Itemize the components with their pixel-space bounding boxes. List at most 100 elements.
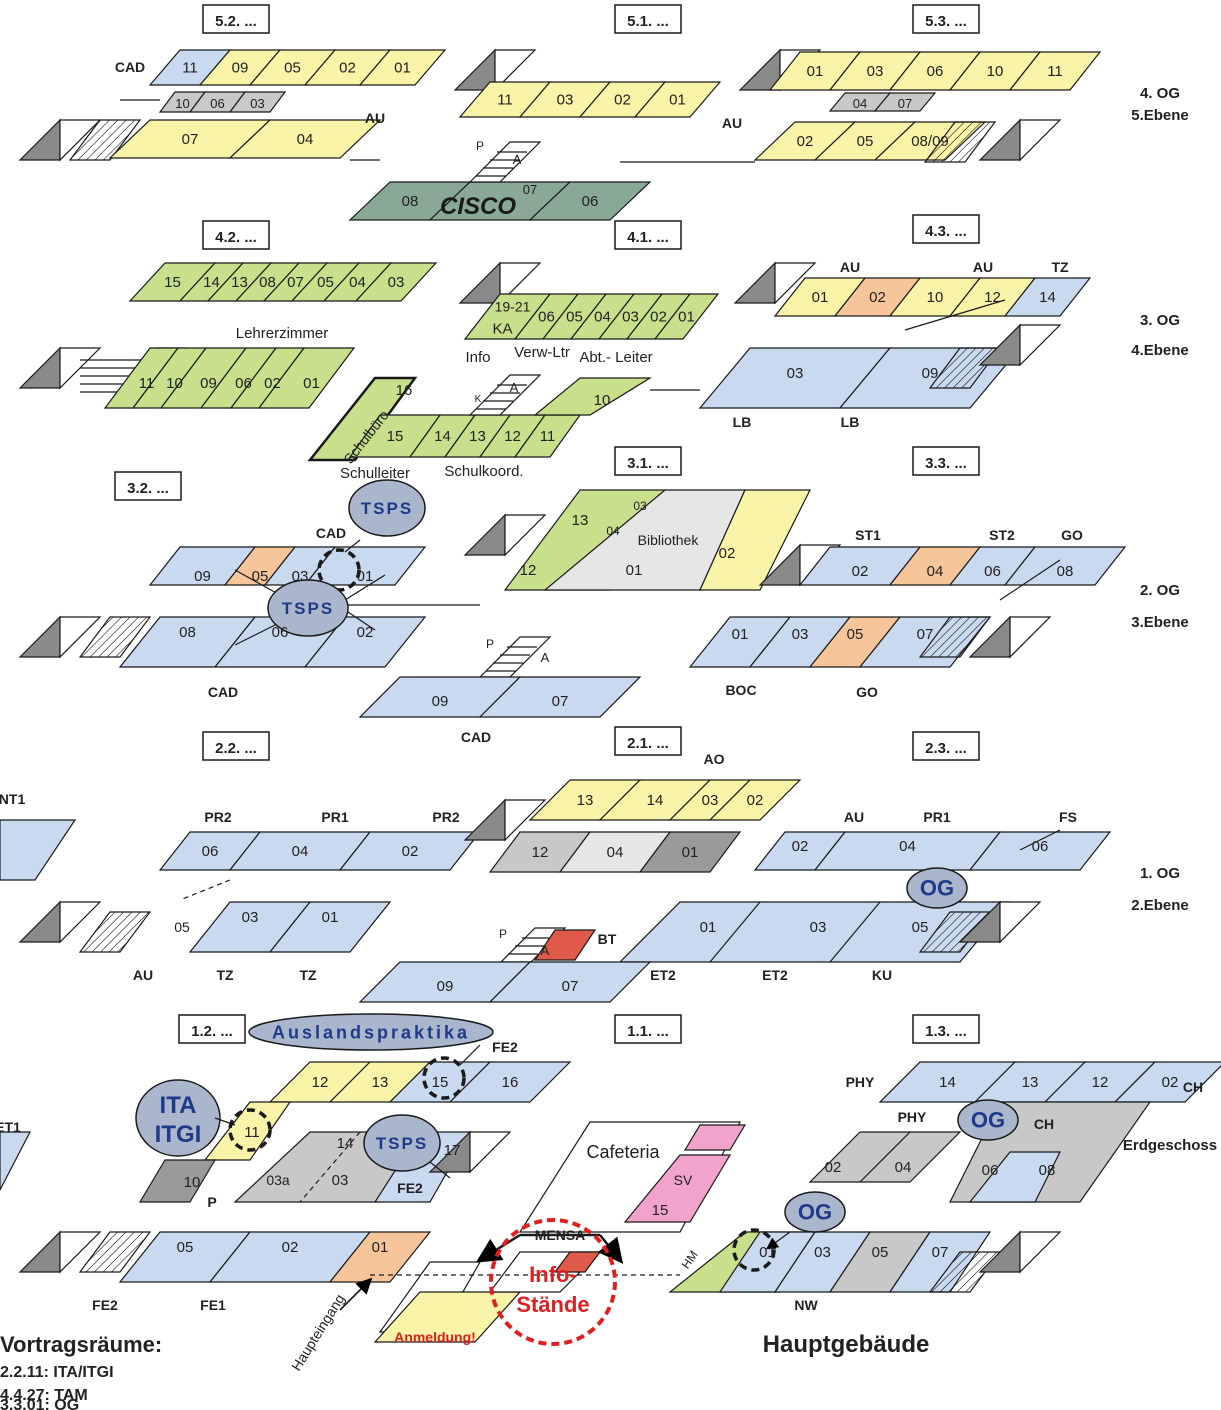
mensa-arrow: [597, 1234, 624, 1264]
room-label: 02: [852, 563, 869, 580]
anmeldung-desk: [373, 1291, 522, 1343]
room-label: 11: [139, 375, 155, 392]
room-label: 11: [1047, 63, 1063, 80]
area-label: ET2: [762, 967, 788, 983]
level-label: 5.Ebene: [1131, 107, 1189, 124]
area-label: P: [207, 1194, 216, 1210]
room-label: 09: [194, 568, 211, 585]
area-label: MENSA: [535, 1227, 586, 1243]
bubble-pointer: [429, 1161, 451, 1179]
room-label: 03: [810, 919, 827, 936]
area-label: AU: [722, 115, 742, 131]
room-label: 03a: [266, 1172, 290, 1188]
tsps-bubble: [267, 579, 349, 637]
area-label: NT1: [0, 791, 25, 807]
room-label: 02: [650, 309, 667, 326]
room-label: 10: [927, 289, 944, 306]
level-label: 4. OG: [1140, 85, 1180, 102]
vortrag-item: 2.2.11: ITA/ITGI: [0, 1364, 114, 1381]
area-label: FS: [1059, 809, 1077, 825]
room-label: 02: [792, 838, 809, 855]
area-label: HM: [679, 1248, 701, 1271]
area-label: FE2: [92, 1297, 118, 1313]
room-label: 11: [244, 1124, 260, 1141]
room-label: 08/09: [911, 133, 949, 150]
room-label: 12: [984, 289, 1001, 306]
room-label: 01: [322, 909, 339, 926]
og-bubble: [957, 1099, 1019, 1141]
room-label: 02: [282, 1239, 299, 1256]
tsps-bubble: [363, 1114, 441, 1172]
schulbuero-room: [307, 376, 418, 462]
room-label: 03: [388, 274, 405, 291]
room-cell: [478, 676, 642, 718]
room-label: 16: [502, 1074, 519, 1091]
room-label: 06: [235, 375, 252, 392]
room-label: 05: [177, 1239, 194, 1256]
stair-core: [499, 262, 542, 305]
bubble-pointer: [214, 1117, 236, 1126]
area-label: Cafeteria: [586, 1142, 660, 1162]
room-label: 04: [606, 524, 620, 538]
room-label: 09: [432, 693, 449, 710]
room-label: 04: [607, 844, 624, 861]
entrance-label: Haupteingang: [288, 1291, 348, 1373]
room-label: 05: [847, 626, 864, 643]
room-divider: [709, 901, 761, 963]
stair-label: A: [541, 943, 550, 958]
room-label: 16: [396, 382, 413, 399]
stair-core: [469, 1131, 512, 1174]
area-label: CAD: [208, 684, 238, 700]
corridor-edge: [1019, 829, 1061, 851]
room-cell: [354, 262, 438, 302]
room-label: 05: [174, 919, 190, 935]
stair-label: P: [476, 139, 484, 153]
room-label: 04: [853, 96, 867, 111]
section-label: 2.3. ...: [925, 740, 967, 757]
section-label: 5.2. ...: [215, 13, 257, 30]
room-label: 07: [562, 978, 579, 995]
hatched-area: [918, 911, 992, 953]
hatched-area: [78, 911, 152, 953]
room-label: 07: [932, 1244, 949, 1261]
room-label: 03: [242, 909, 259, 926]
hatched-area: [923, 121, 997, 163]
room-label: 13: [577, 792, 594, 809]
room-label: 09: [232, 60, 249, 77]
room-label: 05: [317, 274, 334, 291]
vortrag-title: Vortragsräume:: [0, 1332, 162, 1357]
stair-core: [1009, 616, 1052, 659]
room-label: 09: [437, 978, 454, 995]
stair-core: [504, 514, 547, 557]
info-staende-circle: [489, 1218, 617, 1346]
area-label: Lehrerzimmer: [236, 325, 329, 342]
level-label: 1. OG: [1140, 865, 1180, 882]
section-box: [912, 1014, 980, 1044]
area-label: PR1: [923, 809, 950, 825]
room-label: 06: [927, 63, 944, 80]
room-label: 03: [622, 309, 639, 326]
og-bubble-label: OG: [920, 876, 954, 901]
room-cell: [138, 1159, 217, 1203]
room-cell: [683, 1124, 747, 1151]
area-label: GO: [856, 684, 878, 700]
stair-core: [59, 1231, 102, 1274]
room-label: 14: [939, 1074, 956, 1091]
room-label: 07: [898, 96, 912, 111]
room-label: 12: [532, 844, 549, 861]
area-label: TZ: [216, 967, 234, 983]
room-cell: [1003, 546, 1127, 586]
stair-label: A: [513, 152, 522, 167]
area-label: LB: [733, 414, 752, 430]
room-label: 01: [303, 375, 320, 392]
ita-bubble: [135, 1079, 221, 1157]
room-label: 10: [166, 375, 183, 392]
vortrag-item: 4.4.27: TAM: [0, 1387, 88, 1404]
area-label: GO: [1061, 527, 1083, 543]
room-label: 01: [682, 844, 699, 861]
room-label: 02: [1162, 1074, 1179, 1091]
room-label: 07: [917, 626, 934, 643]
room-label: 03: [633, 499, 647, 513]
area-label: AU: [365, 110, 385, 126]
section-label: 3.2. ...: [127, 480, 169, 497]
